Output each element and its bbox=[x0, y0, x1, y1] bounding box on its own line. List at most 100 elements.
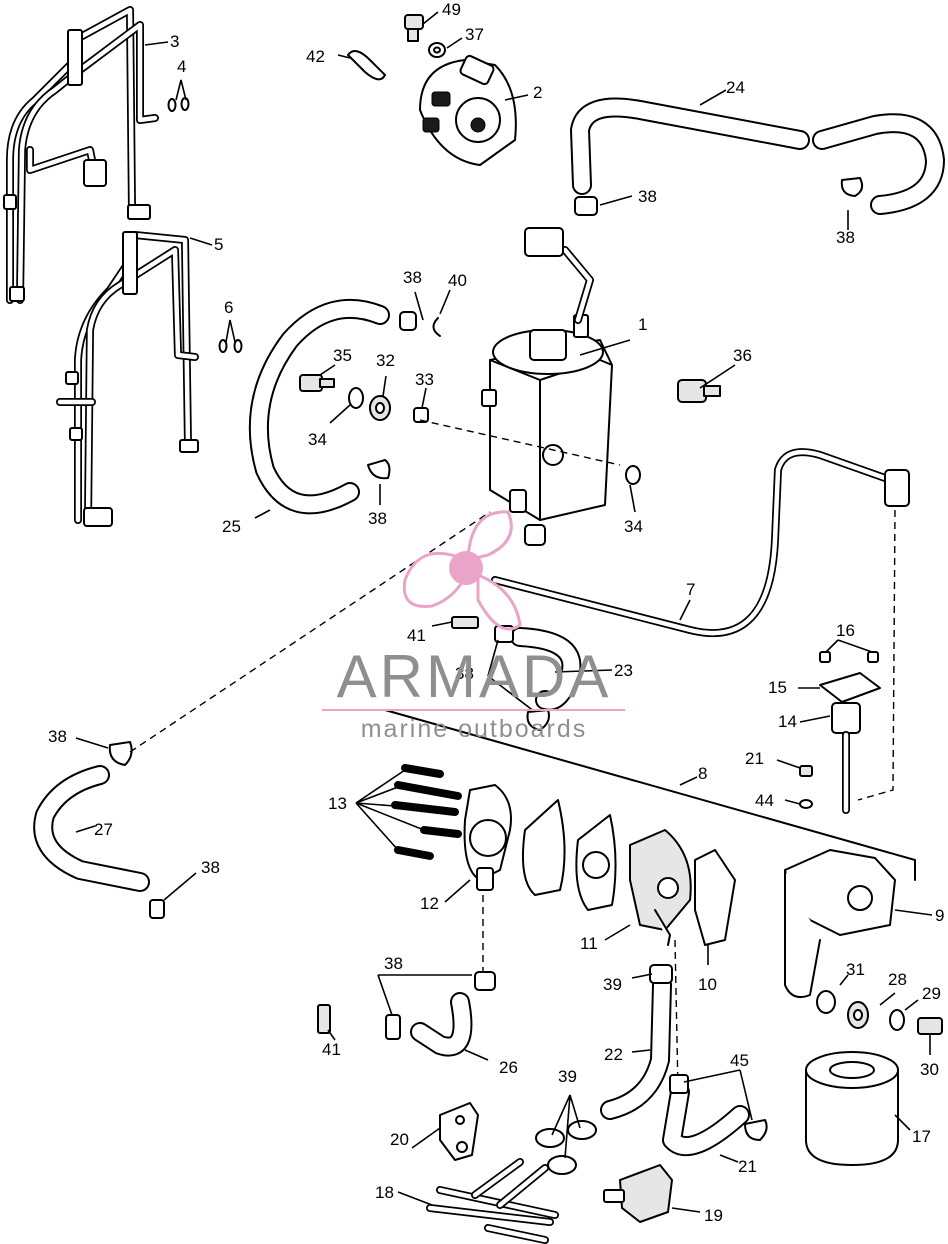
fuel-pump-2 bbox=[419, 54, 517, 166]
callout-20: 20 bbox=[390, 1130, 409, 1149]
callout-30: 30 bbox=[920, 1060, 939, 1079]
fuel-line-assembly-5 bbox=[56, 231, 199, 527]
callout-36: 36 bbox=[733, 346, 752, 365]
callout-22: 22 bbox=[604, 1045, 623, 1064]
callout-44: 44 bbox=[755, 791, 774, 810]
callout-2: 2 bbox=[533, 83, 542, 102]
hose-7 bbox=[491, 448, 910, 638]
leader-lines bbox=[75, 11, 933, 1213]
callout-38-f: 38 bbox=[48, 727, 67, 746]
bracket-20 bbox=[439, 1102, 479, 1161]
callout-42: 42 bbox=[306, 47, 325, 66]
hose-22 bbox=[600, 964, 673, 1120]
callout-49: 49 bbox=[442, 0, 461, 19]
o-rings-6 bbox=[218, 339, 243, 353]
vapor-separator-1 bbox=[481, 227, 613, 546]
callout-33: 33 bbox=[415, 370, 434, 389]
gasket-parts bbox=[522, 799, 736, 946]
callout-39-a: 39 bbox=[603, 975, 622, 994]
callout-3: 3 bbox=[170, 32, 179, 51]
hose-26 bbox=[410, 992, 473, 1057]
pump-body-11 bbox=[629, 829, 692, 946]
callout-34-b: 34 bbox=[624, 517, 643, 536]
filter-17 bbox=[805, 1051, 899, 1166]
callout-17: 17 bbox=[912, 1127, 931, 1146]
callout-25: 25 bbox=[222, 517, 241, 536]
gasket-15 bbox=[819, 672, 881, 703]
callout-45: 45 bbox=[730, 1051, 749, 1070]
callout-39-b: 39 bbox=[558, 1067, 577, 1086]
callout-41-a: 41 bbox=[407, 626, 426, 645]
callout-32: 32 bbox=[376, 351, 395, 370]
callout-15: 15 bbox=[768, 678, 787, 697]
clamp-38-a bbox=[574, 196, 598, 216]
hose-27 bbox=[33, 765, 150, 892]
propeller-logo bbox=[402, 510, 522, 631]
callout-5: 5 bbox=[214, 235, 223, 254]
screw-49 bbox=[404, 14, 424, 42]
callout-26: 26 bbox=[499, 1058, 518, 1077]
callout-40: 40 bbox=[448, 271, 467, 290]
callout-8: 8 bbox=[698, 764, 707, 783]
callout-38-h: 38 bbox=[384, 954, 403, 973]
callout-28: 28 bbox=[888, 970, 907, 989]
callout-37: 37 bbox=[465, 25, 484, 44]
bracket-9 bbox=[784, 849, 896, 998]
callout-16: 16 bbox=[836, 621, 855, 640]
tube-assembly-18 bbox=[426, 1158, 559, 1244]
callout-13: 13 bbox=[328, 794, 347, 813]
watermark-tagline: marine outboards bbox=[361, 715, 588, 743]
fitting-41-a bbox=[451, 616, 479, 629]
fitting-36 bbox=[677, 379, 721, 403]
callout-21-a: 21 bbox=[745, 749, 764, 768]
callout-38-d: 38 bbox=[368, 509, 387, 528]
gasket-42 bbox=[347, 50, 386, 81]
hose-25 bbox=[248, 298, 390, 515]
callout-21-b: 21 bbox=[738, 1157, 757, 1176]
watermark-brand: ARMADA bbox=[337, 643, 612, 710]
fitting-41-b bbox=[317, 1004, 331, 1034]
hose-24 bbox=[570, 97, 945, 215]
callout-27: 27 bbox=[94, 820, 113, 839]
screws-13 bbox=[391, 764, 462, 860]
fuel-line-assembly-3 bbox=[3, 6, 159, 304]
hardware-32-35 bbox=[299, 311, 641, 485]
callout-7: 7 bbox=[686, 580, 695, 599]
callout-24: 24 bbox=[726, 78, 745, 97]
clamp-38-b bbox=[840, 177, 864, 197]
hardware-28-31 bbox=[816, 990, 943, 1035]
callout-12: 12 bbox=[420, 894, 439, 913]
callout-14: 14 bbox=[778, 712, 797, 731]
pump-body-12 bbox=[463, 784, 512, 891]
clamps-39 bbox=[535, 1120, 597, 1175]
callout-38-c: 38 bbox=[403, 268, 422, 287]
callout-1: 1 bbox=[638, 315, 647, 334]
callout-41-b: 41 bbox=[322, 1040, 341, 1059]
sensor-14 bbox=[831, 702, 861, 814]
callout-35: 35 bbox=[333, 346, 352, 365]
callout-6: 6 bbox=[224, 298, 233, 317]
watermark: ARMADA marine outboards bbox=[322, 510, 625, 743]
screws-16 bbox=[819, 651, 879, 663]
callout-4: 4 bbox=[177, 57, 186, 76]
callout-10: 10 bbox=[698, 975, 717, 994]
callout-38-e: 38 bbox=[455, 664, 474, 683]
callout-23: 23 bbox=[614, 661, 633, 680]
callout-38-b: 38 bbox=[836, 228, 855, 247]
callout-34-a: 34 bbox=[308, 430, 327, 449]
callout-18: 18 bbox=[375, 1183, 394, 1202]
callout-9: 9 bbox=[935, 906, 944, 925]
washer-37 bbox=[428, 42, 446, 58]
callout-19: 19 bbox=[704, 1206, 723, 1225]
callout-11: 11 bbox=[580, 934, 598, 953]
hose-23 bbox=[510, 627, 582, 711]
callout-31: 31 bbox=[846, 960, 865, 979]
callout-38-a: 38 bbox=[638, 187, 657, 206]
callout-38-g: 38 bbox=[201, 858, 220, 877]
callout-29: 29 bbox=[922, 984, 941, 1003]
small-parts-21-44 bbox=[799, 765, 813, 809]
clamps-38-e bbox=[385, 971, 496, 1040]
clamp-38-d bbox=[108, 741, 165, 919]
hose-21 bbox=[662, 1074, 768, 1157]
